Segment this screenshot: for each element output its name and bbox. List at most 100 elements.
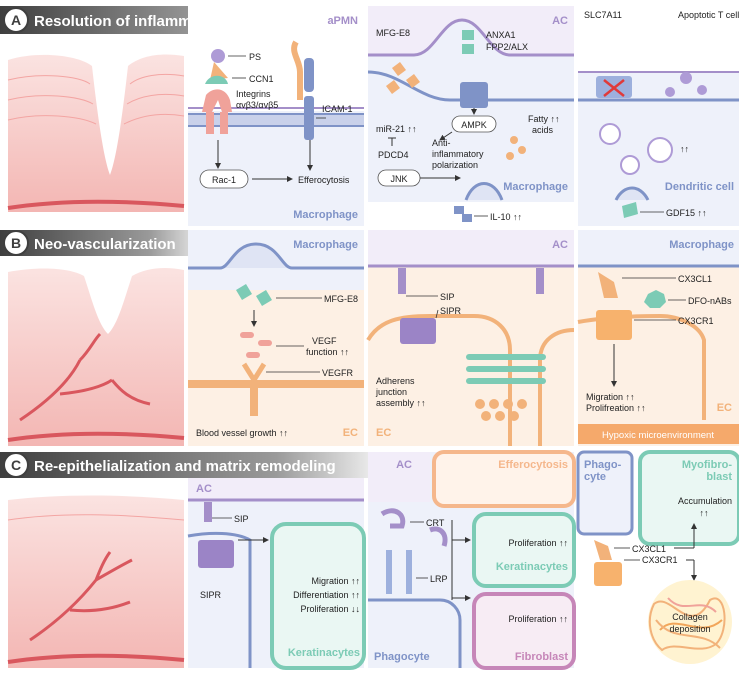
panel-c2: AC Efferocytosis CRT LRP Proliferation ↑… (368, 450, 576, 670)
phagocyte-label-c2: Phagocyte (374, 651, 430, 663)
keratinocytes-label-c1: Keratinacytes (288, 647, 360, 659)
apoptotic-t-cell-label: Apoptotic T cell (678, 10, 739, 20)
sipr-label-b: SIPR (440, 306, 462, 316)
proliferation-label-b: Prolifreation ↑↑ (586, 403, 646, 413)
section-b-badge (3, 230, 29, 256)
anxa1-label: ANXA1 (486, 30, 516, 40)
efferocytosis-arrows: ↑↑ (680, 144, 689, 154)
panel-a2-corner-label: AC (552, 15, 568, 27)
crt-lrp-receptors (380, 508, 448, 594)
migration-label-c: Migration ↑↑ (311, 576, 360, 586)
keratinocyte-cell-c1 (270, 522, 366, 670)
panel-b1-ec-label: EC (343, 427, 358, 439)
section-a-title: Resolution of inflammation (34, 13, 227, 30)
vegf-function-label: function ↑↑ (306, 347, 349, 357)
cx3cr1-receptor-b (596, 310, 632, 340)
il10-label: IL-10 ↑↑ (490, 212, 522, 222)
mfge8-label-b: MFG-E8 (324, 294, 358, 304)
accumulation-arrows: ↑↑ (700, 508, 709, 518)
panel-b3-top-label: Macrophage (669, 239, 734, 251)
panel-b2-top-label: AC (552, 239, 568, 251)
section-c-title: Re-epithelialization and matrix remodeli… (34, 458, 336, 475)
collagen-label-2: deposition (669, 624, 710, 634)
rac1-box (199, 169, 249, 189)
inflammatory-label: inflammatory (432, 149, 484, 159)
section-c-badge (3, 452, 29, 478)
fatty-acid-dots (506, 136, 526, 160)
panel-b3-ec-label: EC (717, 402, 732, 414)
adherens-label: Adherens (376, 376, 415, 386)
efferocytosis-label: Efferocytosis (298, 175, 350, 185)
adherens-junction (466, 354, 546, 421)
proliferation-label-c2a: Proliferation ↑↑ (508, 538, 568, 548)
ccn1-label: CCN1 (249, 74, 274, 84)
vegf-label: VEGF (312, 336, 337, 346)
cx3cl1-label-c: CX3CL1 (632, 544, 666, 554)
section-b: B Neo-vascularization Macrophage MFG-E8 (0, 230, 739, 446)
migration-label-b: Migration ↑↑ (586, 392, 635, 402)
panel-b1-top-label: Macrophage (293, 239, 358, 251)
jnk-label: JNK (390, 174, 407, 184)
section-a-badge (3, 7, 29, 33)
panel-c2-top-label: AC (396, 459, 412, 471)
dfo-nabs-particle (644, 290, 666, 308)
mir21-label: miR-21 ↑↑ (376, 124, 417, 134)
section-c-banner (0, 452, 368, 478)
panel-b2: AC SIP SIPR Adherens ju (366, 230, 575, 446)
cx3cr1-receptor-c (594, 562, 622, 586)
section-a-letter: A (11, 12, 21, 28)
phago-label-2: cyte (584, 471, 606, 483)
polarization-label: polarization (432, 160, 478, 170)
ps-receptor (202, 49, 232, 134)
assembly-label: assembly ↑↑ (376, 398, 426, 408)
proliferation-label-c2b: Proliferation ↑↑ (508, 614, 568, 624)
efferocytosis-title: Efferocytosis (498, 459, 568, 471)
cx3cl1-label-b: CX3CL1 (678, 274, 712, 284)
dendritic-cell-label: Dendritic cell (665, 181, 734, 193)
panel-a2: AC MFG-E8 ANXA1 FPP2/ALX AMPK miR-21 ↑↑ … (367, 6, 574, 222)
panel-a2-bottom-label: Macrophage (503, 181, 568, 193)
proliferation-label-c: Proliferation ↓↓ (300, 604, 360, 614)
sipr-receptor-b (400, 318, 436, 344)
fibroblast-label: Fibroblast (515, 651, 569, 663)
panel-c3: Phago- cyte Myofibro- blast Accumulation… (576, 450, 739, 668)
lrp-label: LRP (430, 574, 448, 584)
mfge8-molecules (386, 62, 420, 94)
vegfr-label: VEGFR (322, 368, 354, 378)
section-a: A Resolution of inflammation aPMN (0, 6, 739, 226)
hypoxic-label: Hypoxic microenvironment (602, 430, 714, 441)
sipr-label-c: SIPR (200, 590, 222, 600)
fatty-label: Fatty ↑↑ (528, 114, 560, 124)
panel-a1-corner-label: aPMN (327, 15, 358, 27)
ampk-label: AMPK (461, 120, 487, 130)
anti-label: Anti- (432, 138, 451, 148)
apoptotic-bodies (599, 72, 707, 175)
il10-molecules (454, 206, 472, 222)
mfge8-release (236, 284, 272, 306)
differentiation-label-c: Differentiation ↑↑ (293, 590, 360, 600)
vegf-molecules (240, 332, 272, 358)
efferocytosis-cell (432, 450, 576, 508)
skin-wound-a (7, 54, 185, 212)
myo-label-2: blast (706, 471, 732, 483)
sipr-receptor-c (198, 540, 234, 568)
section-c-letter: C (11, 457, 21, 473)
acids-label: acids (532, 125, 554, 135)
section-b-title: Neo-vascularization (34, 236, 176, 253)
skin-wound-c (7, 495, 185, 668)
integrins-label: Integrins (236, 89, 271, 99)
ampk-box (451, 115, 497, 133)
section-b-letter: B (11, 235, 21, 251)
dfo-nabs-label: DFO-nABs (688, 296, 732, 306)
skin-wound-b (7, 268, 185, 446)
cx3cl1-ligand (598, 272, 618, 298)
slc7a11-label: SLC7A11 (584, 10, 622, 20)
icam1-label: ICAM-1 (322, 104, 353, 114)
cx3cr1-label-c: CX3CR1 (642, 555, 678, 565)
collagen-mesh (648, 580, 732, 664)
keratinocytes-label-c2: Keratinacytes (496, 561, 568, 573)
fibroblast-cell (472, 592, 576, 670)
sip-label-b: SIP (440, 292, 455, 302)
accumulation-label: Accumulation (678, 496, 732, 506)
